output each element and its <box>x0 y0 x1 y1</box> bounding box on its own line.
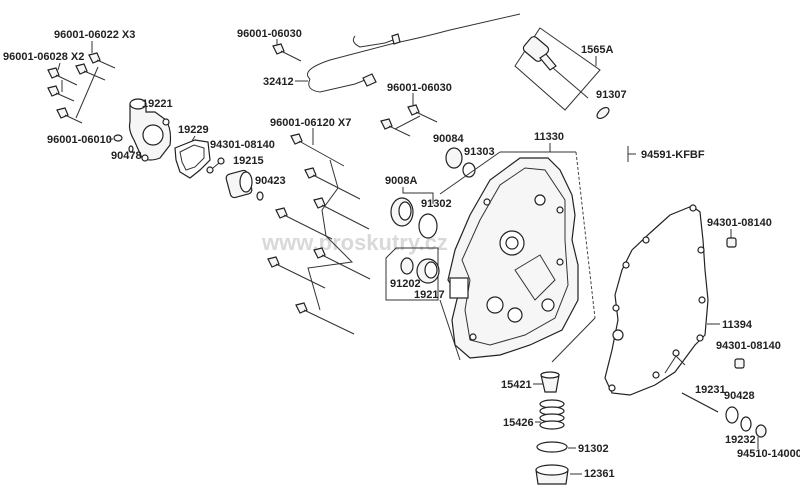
bolt <box>380 118 411 137</box>
label-19229: 19229 <box>178 124 209 136</box>
label-12361: 12361 <box>584 468 615 480</box>
label-90084: 90084 <box>433 133 464 145</box>
impeller-19215 <box>225 169 253 199</box>
oil-seal-9008A <box>390 197 414 227</box>
bolt <box>88 52 116 69</box>
o-ring-91303 <box>462 162 476 178</box>
washer-19232 <box>740 416 752 432</box>
bolt-96001-06028-group <box>47 67 78 102</box>
bolt <box>275 207 333 240</box>
o-ring-91307 <box>596 106 610 120</box>
dowel-pin-icon <box>734 358 745 369</box>
long-bolts-96001-06120-group <box>267 133 371 335</box>
spring-15426 <box>539 399 565 430</box>
bolt <box>75 63 106 81</box>
label-91307: 91307 <box>596 89 627 101</box>
label-19231: 19231 <box>695 384 726 396</box>
shaft-19231 <box>681 392 719 413</box>
water-pump-cover-19221 <box>128 98 172 162</box>
dowel-pin-icon <box>217 157 225 165</box>
label-91302-a: 91302 <box>421 198 452 210</box>
label-91202: 91202 <box>390 278 421 290</box>
watermark: www.proskutry.cz <box>261 230 448 255</box>
label-94301-08140-b: 94301-08140 <box>707 217 772 229</box>
label-19232: 19232 <box>725 434 756 446</box>
label-15421: 15421 <box>501 379 532 391</box>
bolt <box>290 133 345 167</box>
label-90423: 90423 <box>255 175 286 187</box>
label-96001-06010: 96001-06010 <box>47 134 112 146</box>
label-94591-KFBF: 94591-KFBF <box>641 149 705 161</box>
bolt <box>295 302 355 335</box>
circlip-94510 <box>755 424 767 438</box>
bearing-19217 <box>416 258 440 284</box>
o-ring-91302-b <box>536 441 568 453</box>
washer-90428 <box>725 406 739 424</box>
bolt <box>304 167 361 200</box>
label-9008A: 9008A <box>385 175 417 187</box>
bolt <box>56 107 83 124</box>
label-90478: 90478 <box>111 150 142 162</box>
label-19221: 19221 <box>142 98 173 110</box>
bolt <box>47 67 78 86</box>
label-15426: 15426 <box>503 417 534 429</box>
label-11330: 11330 <box>534 131 564 143</box>
label-94510-14000: 94510-14000 <box>737 448 800 460</box>
o-ring-icon <box>128 145 134 153</box>
label-19217: 19217 <box>414 289 445 301</box>
oil-seal-91202 <box>400 257 414 275</box>
label-96001-06120: 96001-06120 X7 <box>270 117 351 129</box>
gasket-19229 <box>174 139 211 179</box>
washer-icon <box>256 191 264 201</box>
bolt <box>313 247 371 280</box>
bolt <box>407 104 438 123</box>
label-94301-08140-c: 94301-08140 <box>716 340 781 352</box>
bolt <box>313 197 370 230</box>
label-94301-08140-a: 94301-08140 <box>210 139 275 151</box>
crankcase-cover-11330 <box>447 157 579 359</box>
cable-32412 <box>307 13 521 93</box>
bolt-96001-06022-group <box>56 52 116 124</box>
dowel-pin-icon <box>726 237 737 248</box>
label-11394: 11394 <box>722 319 753 331</box>
plug-icon <box>113 134 123 142</box>
label-32412: 32412 <box>263 76 294 88</box>
label-96001-06030-a: 96001-06030 <box>237 28 302 40</box>
gasket-11394 <box>604 204 709 396</box>
label-96001-06022: 96001-06022 X3 <box>54 29 135 41</box>
bolt <box>47 85 75 102</box>
label-90428: 90428 <box>724 390 755 402</box>
bolt <box>272 43 302 62</box>
label-1565A: 1565A <box>581 44 613 56</box>
strainer-15421 <box>540 371 560 393</box>
drain-cap-12361 <box>535 464 569 485</box>
label-19215: 19215 <box>233 155 264 167</box>
label-91302-b: 91302 <box>578 443 609 455</box>
label-96001-06030-b: 96001-06030 <box>387 82 452 94</box>
dowel-pin-icon <box>206 166 214 174</box>
bolt <box>267 256 326 289</box>
o-ring-91302 <box>418 213 438 239</box>
dipstick-1565A <box>522 36 589 99</box>
label-96001-06028: 96001-06028 X2 <box>3 51 84 63</box>
label-91303: 91303 <box>464 146 495 158</box>
plug-90084 <box>445 147 463 169</box>
